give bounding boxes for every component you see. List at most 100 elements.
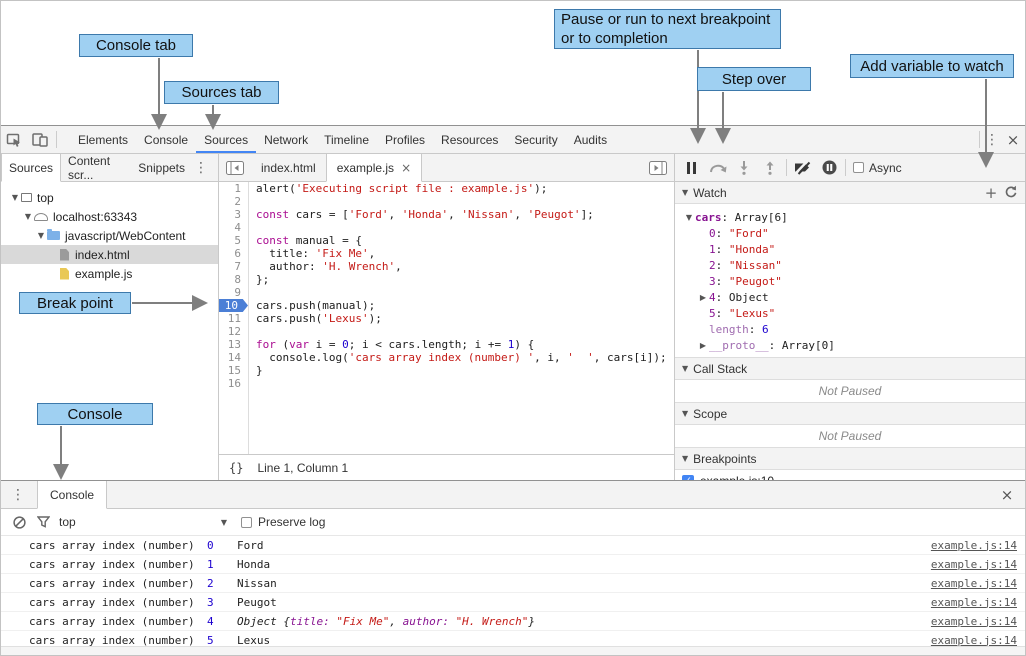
breakpoint-marker[interactable]: 10	[219, 299, 248, 312]
tab-example-js[interactable]: example.js ×	[325, 154, 423, 182]
navigator-tab-snippets[interactable]: Snippets	[138, 160, 185, 175]
navigator-tab-sources[interactable]: Sources	[1, 154, 62, 182]
watch-expander-icon[interactable]: ▶	[699, 340, 707, 350]
tree-item-javascript-webcontent[interactable]: ▼javascript/WebContent	[1, 226, 218, 245]
source-location-link[interactable]: example.js:14	[930, 633, 1017, 647]
tab-audits[interactable]: Audits	[573, 132, 608, 147]
hide-navigator-icon[interactable]	[219, 154, 251, 181]
tab-profiles[interactable]: Profiles	[385, 132, 426, 147]
tab-elements[interactable]: Elements	[78, 132, 129, 147]
tab-timeline[interactable]: Timeline	[324, 132, 370, 147]
watch-item[interactable]: length: 6	[675, 321, 1025, 337]
pause-resume-icon[interactable]	[679, 161, 705, 174]
scope-section-header[interactable]: ▼ Scope	[675, 402, 1025, 425]
tree-item-index-html[interactable]: index.html	[1, 245, 218, 264]
line-number[interactable]: 2	[234, 195, 241, 208]
breakpoint-entry[interactable]: ✓ example.js:10	[675, 470, 1025, 480]
tab-sources[interactable]: Sources	[196, 126, 256, 153]
watch-item[interactable]: 1: "Honda"	[675, 241, 1025, 257]
watch-expander-icon[interactable]: ▼	[685, 212, 693, 222]
line-number[interactable]: 7	[234, 260, 241, 273]
line-number[interactable]: 1	[234, 182, 241, 195]
step-over-icon[interactable]	[705, 161, 731, 174]
line-number[interactable]: 14	[227, 351, 241, 364]
watch-expander-icon[interactable]: ▶	[699, 292, 707, 302]
console-message-value[interactable]: Object {title: "Fix Me", author: "H. Wre…	[237, 615, 931, 628]
line-number[interactable]: 8	[234, 273, 241, 286]
watch-item[interactable]: 3: "Peugot"	[675, 273, 1025, 289]
watch-item[interactable]: ▶4: Object	[675, 289, 1025, 305]
drawer-tab-console[interactable]: Console	[37, 481, 108, 509]
tree-item-example-js[interactable]: example.js	[1, 264, 218, 283]
deactivate-breakpoints-icon[interactable]	[790, 160, 816, 175]
pause-on-exceptions-icon[interactable]	[816, 160, 842, 175]
tab-resources[interactable]: Resources	[441, 132, 499, 147]
watch-separator: :	[715, 242, 729, 256]
devtools-close-icon[interactable]: ×	[1006, 130, 1020, 149]
line-number[interactable]: 5	[234, 234, 241, 247]
step-into-icon[interactable]	[731, 160, 757, 175]
horizontal-scrollbar[interactable]	[1, 646, 1025, 655]
async-checkbox[interactable]: Async	[853, 161, 902, 175]
main-menu-kebab-icon[interactable]: ⋮	[985, 131, 999, 148]
device-toolbar-icon[interactable]	[27, 132, 53, 147]
navigator-tab-contentscr[interactable]: Content scr...	[68, 153, 111, 182]
console-message-number: 4	[207, 614, 214, 628]
tab-console[interactable]: Console	[144, 132, 189, 147]
watch-item[interactable]: 5: "Lexus"	[675, 305, 1025, 321]
line-number[interactable]: 13	[227, 338, 241, 351]
async-checkbox-box[interactable]	[853, 162, 864, 173]
inspect-element-icon[interactable]	[1, 132, 27, 148]
line-number[interactable]: 6	[234, 247, 241, 260]
tab-index-html[interactable]: index.html	[261, 160, 316, 175]
collapse-icon[interactable]: ▼	[682, 364, 689, 373]
tree-expander-icon[interactable]: ▼	[24, 212, 32, 221]
collapse-icon[interactable]: ▼	[682, 454, 689, 463]
step-out-icon[interactable]	[757, 161, 783, 175]
line-number[interactable]: 3	[234, 208, 241, 221]
collapse-icon[interactable]: ▼	[682, 188, 689, 197]
watch-section-header[interactable]: ▼ Watch +	[675, 182, 1025, 204]
watch-item[interactable]: ▼cars: Array[6]	[675, 209, 1025, 225]
execution-context-select[interactable]: top ▼	[59, 515, 227, 529]
tree-expander-icon[interactable]: ▼	[11, 193, 19, 202]
line-number[interactable]: 16	[227, 377, 241, 390]
source-location-link[interactable]: example.js:14	[930, 557, 1017, 571]
close-tab-icon[interactable]: ×	[401, 160, 412, 175]
source-location-link[interactable]: example.js:14	[930, 576, 1017, 590]
filter-icon[interactable]	[31, 516, 55, 528]
tree-expander-icon[interactable]: ▼	[37, 231, 45, 240]
source-location-link[interactable]: example.js:14	[930, 595, 1017, 609]
collapse-icon[interactable]: ▼	[682, 409, 689, 418]
source-location-link[interactable]: example.js:14	[930, 614, 1017, 628]
breakpoints-section-header[interactable]: ▼ Breakpoints	[675, 447, 1025, 470]
preserve-log-checkbox[interactable]: Preserve log	[241, 515, 325, 529]
line-number[interactable]: 4	[234, 221, 241, 234]
drawer-menu-kebab-icon[interactable]: ⋮	[11, 486, 25, 503]
preserve-log-checkbox-box[interactable]	[241, 516, 252, 528]
call-stack-section-header[interactable]: ▼ Call Stack	[675, 357, 1025, 380]
source-location-link[interactable]: example.js:14	[930, 538, 1017, 552]
drawer-close-icon[interactable]: ×	[1000, 485, 1014, 504]
line-number[interactable]: 12	[227, 325, 241, 338]
watch-item[interactable]: 2: "Nissan"	[675, 257, 1025, 273]
navigator-kebab-icon[interactable]: ⋮	[192, 154, 218, 181]
tree-item-top[interactable]: ▼top	[1, 188, 218, 207]
refresh-watch-icon[interactable]	[1004, 185, 1017, 201]
clear-console-icon[interactable]	[7, 515, 31, 529]
line-number[interactable]: 15	[227, 364, 241, 377]
tab-network[interactable]: Network	[264, 132, 309, 147]
watch-item[interactable]: ▶__proto__: Array[0]	[675, 337, 1025, 353]
add-watch-icon[interactable]: +	[984, 183, 998, 202]
breakpoint-checkbox[interactable]: ✓	[682, 475, 694, 480]
tab-security[interactable]: Security	[514, 132, 558, 147]
show-debugger-icon[interactable]	[642, 154, 674, 181]
watch-item[interactable]: 0: "Ford"	[675, 225, 1025, 241]
pretty-print-icon[interactable]: {}	[229, 460, 244, 475]
line-number[interactable]: 9	[234, 286, 241, 299]
line-number[interactable]: 11	[227, 312, 241, 325]
tree-item-localhost-63343[interactable]: ▼localhost:63343	[1, 207, 218, 226]
